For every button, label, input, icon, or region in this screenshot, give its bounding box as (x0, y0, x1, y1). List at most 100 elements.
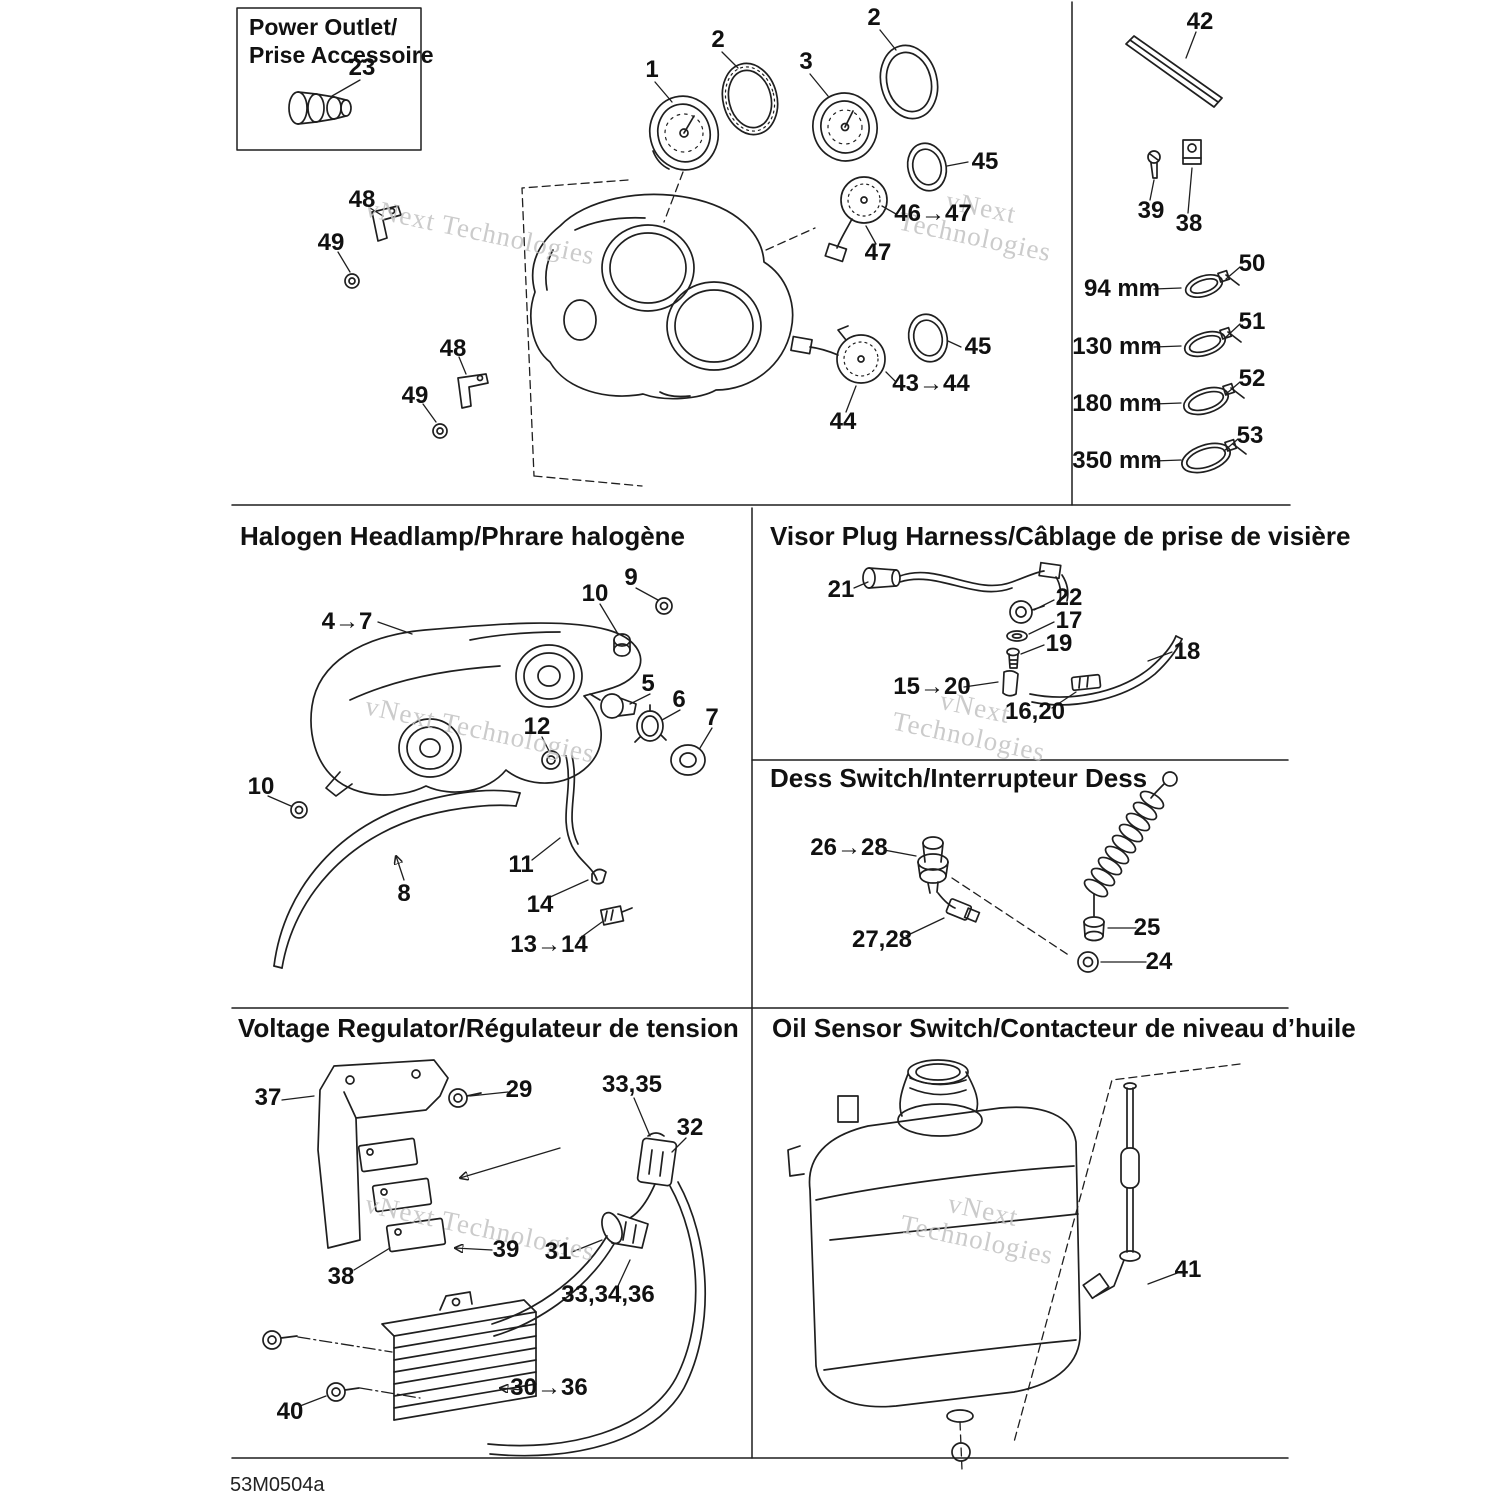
part-label-6: 6 (672, 686, 686, 713)
section-title-oil: Oil Sensor Switch/Contacteur de niveau d… (772, 1013, 1356, 1043)
part-label-39: 39 (492, 1236, 520, 1263)
spacer-bushing (613, 633, 631, 657)
part-label-37: 37 (254, 1084, 282, 1111)
connector-31 (491, 1211, 649, 1337)
section-title-voltage: Voltage Regulator/Régulateur de tension (238, 1013, 739, 1043)
part-label-1: 1 (645, 56, 659, 83)
part-label-13-14: 13→14 (510, 931, 588, 958)
power-outlet-plug (288, 91, 352, 125)
vent-tube (565, 755, 598, 881)
part-label-40: 40 (276, 1398, 304, 1425)
part-label-44: 44 (829, 408, 857, 435)
section-borders (231, 1, 1291, 1459)
part-label-8: 8 (397, 880, 411, 907)
power-outlet-title-line1: Power Outlet/ (249, 14, 398, 40)
part-label-41: 41 (1174, 1256, 1202, 1283)
part-label-16-20: 16,20 (1004, 698, 1066, 725)
part-label-23: 23 (348, 54, 376, 81)
part-label-11: 11 (508, 851, 534, 878)
rubber-cap (670, 744, 706, 776)
part-label-29: 29 (505, 1076, 533, 1103)
plug-body (1002, 670, 1019, 697)
part-label-51: 51 (1238, 308, 1266, 335)
tether-cap (1083, 916, 1105, 942)
bolt (326, 1382, 360, 1402)
part-label-42: 42 (1186, 8, 1214, 35)
harness-connector (1070, 673, 1102, 692)
assembly-dash (297, 1336, 393, 1353)
washer (1006, 630, 1028, 642)
part-label-10: 10 (247, 773, 275, 800)
section-title-headlamp: Halogen Headlamp/Phrare halogène (240, 521, 686, 551)
console-housing (521, 171, 816, 487)
part-label-17: 17 (1055, 607, 1083, 634)
part-label-22: 22 (1055, 584, 1083, 611)
part-label-53: 53 (1236, 422, 1264, 449)
retaining-ring (634, 704, 667, 743)
clip (1182, 139, 1202, 165)
power-outlet-title-line2: Prise Accessoire (249, 41, 434, 68)
part-label-38: 38 (327, 1263, 355, 1290)
part-label-27-28: 27,28 (851, 926, 913, 953)
document-code: 53M0504a (230, 1474, 325, 1496)
part-label-2: 2 (867, 4, 881, 31)
assembly-dash (951, 877, 1071, 957)
hex-nut (655, 597, 673, 615)
cable-tie (1184, 269, 1240, 299)
cable-tie (1181, 438, 1247, 474)
part-label-48: 48 (348, 186, 376, 213)
size-label-180mm: 180 mm (1072, 390, 1162, 417)
visor-plug-cable (862, 561, 1069, 602)
part-label-39: 39 (1137, 197, 1165, 224)
grommet (541, 750, 561, 770)
visor-harness-tube (1029, 635, 1183, 706)
bolt (262, 1330, 298, 1350)
cable-tie (1183, 326, 1242, 358)
part-label-49: 49 (317, 229, 345, 256)
part-label-3: 3 (799, 48, 813, 75)
size-label-94mm: 94 mm (1083, 275, 1161, 302)
size-label-130mm: 130 mm (1072, 333, 1162, 360)
part-label-21: 21 (827, 576, 855, 603)
part-label-2: 2 (711, 26, 725, 53)
speedometer-gauge (648, 95, 720, 171)
part-label-26-28: 26→28 (810, 834, 888, 861)
dess-connector (937, 892, 981, 923)
section-title-dess: Dess Switch/Interrupteur Dess (770, 763, 1148, 793)
part-label-19: 19 (1045, 630, 1073, 657)
part-label-49: 49 (401, 382, 429, 409)
hex-nut (290, 801, 308, 819)
part-label-5: 5 (641, 670, 655, 697)
section-title-visor: Visor Plug Harness/Câblage de prise de v… (770, 521, 1351, 551)
gauge-ring (907, 313, 949, 363)
assembly-dash (1013, 1063, 1241, 1443)
size-label-350mm: 350 mm (1072, 447, 1162, 474)
oil-tank (787, 1059, 1081, 1471)
voltage-regulator-heatsink (381, 1291, 537, 1421)
part-label-32: 32 (676, 1114, 704, 1141)
bolt (448, 1088, 482, 1108)
part-label-45: 45 (971, 148, 999, 175)
power-outlet-title: Power Outlet/ Prise Accessoire (249, 14, 434, 69)
mounting-bracket (457, 373, 489, 409)
halogen-bulb (589, 693, 637, 719)
part-label-31: 31 (544, 1238, 572, 1265)
connector-32 (487, 1132, 707, 1457)
part-label-15-20: 15→20 (893, 673, 971, 700)
part-label-24: 24 (1145, 948, 1173, 975)
part-label-12: 12 (523, 713, 551, 740)
part-label-38: 38 (1175, 210, 1203, 237)
hex-nut (344, 273, 360, 289)
bolt (1006, 647, 1020, 669)
gauge-bezel (721, 62, 779, 136)
part-label-7: 7 (705, 704, 719, 731)
fuel-gauge (824, 176, 888, 263)
part-label-45: 45 (964, 333, 992, 360)
part-label-52: 52 (1238, 365, 1266, 392)
part-label-46-47: 46→47 (894, 200, 972, 227)
dess-switch (917, 836, 949, 894)
part-label-25: 25 (1133, 914, 1161, 941)
hex-nut (432, 423, 448, 439)
